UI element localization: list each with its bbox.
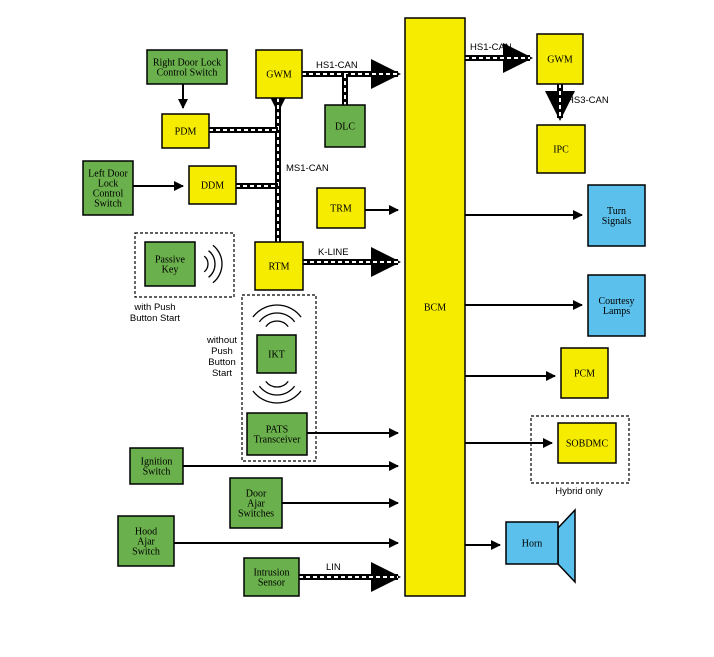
without-push-button-note: Push: [211, 346, 233, 357]
horn-box: Horn: [505, 521, 559, 565]
pcm-box: PCM: [560, 347, 609, 399]
pats-label: PATS: [266, 425, 288, 436]
turn-signals-label: Signals: [602, 216, 632, 227]
hood-ajar-label: Ajar: [137, 537, 155, 548]
passive-key-wave-1: [208, 250, 216, 278]
bus-labels: HS1-CAN HS1-CAN HS3-CAN MS1-CAN K-LINE LIN wit…: [130, 42, 609, 573]
courtesy-lamps-label: Lamps: [603, 306, 630, 317]
ipc-box: IPC: [536, 124, 586, 174]
bcm-box: BCM: [404, 17, 466, 597]
rtm-box: RTM: [254, 241, 304, 291]
connection-lines: [133, 43, 630, 592]
with-push-button-note: Button Start: [130, 313, 181, 324]
ignition-switch-label: Switch: [143, 467, 171, 478]
intrusion-sensor-label: Sensor: [258, 578, 286, 589]
passive-key-label: Passive: [155, 255, 186, 266]
ikt-box: IKT: [256, 334, 297, 374]
pcm-label: PCM: [574, 369, 595, 380]
ikt-label: IKT: [268, 350, 285, 361]
lin-label: LIN: [326, 562, 341, 573]
ikt-wave-up-0: [265, 320, 289, 328]
ikt-group: [241, 294, 317, 462]
door-ajar-label: Door: [246, 489, 267, 500]
hybrid-only-note: Hybrid only: [555, 486, 603, 497]
hs3-can-label: HS3-CAN: [567, 95, 609, 106]
passive-key-label: Key: [162, 265, 179, 276]
left-door-lock-switch-label: Left Door: [88, 169, 128, 180]
courtesy-lamps-label: Courtesy: [598, 296, 634, 307]
trm-label: TRM: [330, 204, 352, 215]
horn-label: Horn: [522, 539, 543, 550]
ikt-wave-down-2: [252, 390, 302, 404]
without-push-button-note: Button: [208, 357, 235, 368]
passive-key-wave-0: [203, 255, 209, 273]
turn-signals-label: Turn: [607, 206, 626, 217]
left-door-lock-switch-label: Lock: [98, 179, 119, 190]
hs1-can-left-label: HS1-CAN: [316, 60, 358, 71]
pdm-box: PDM: [161, 113, 210, 149]
sobdmc-label: SOBDMC: [566, 439, 609, 450]
ddm-label: DDM: [201, 181, 224, 192]
gwm-right-label: GWM: [547, 55, 573, 66]
dlc-label: DLC: [335, 122, 355, 133]
rtm-label: RTM: [268, 262, 289, 273]
ikt-wave-up-1: [258, 312, 296, 323]
dlc-box: DLC: [324, 104, 366, 148]
gwm-left-label: GWM: [266, 70, 292, 81]
ms1-can-label: MS1-CAN: [286, 163, 329, 174]
with-push-button-note: with Push: [133, 302, 175, 313]
gwm-right-box: GWM: [536, 33, 584, 85]
without-push-button-note: without: [206, 335, 237, 346]
left-door-lock-switch-label: Switch: [94, 199, 122, 210]
hood-ajar-label: Hood: [135, 527, 157, 538]
ddm-box: DDM: [188, 165, 237, 205]
horn-bell-shape: [557, 508, 576, 584]
hs1-can-right-label: HS1-CAN: [470, 42, 512, 53]
ignition-switch-label: Ignition: [141, 457, 173, 468]
right-door-lock-switch-label: Right Door Lock: [153, 58, 221, 69]
left-door-lock-switch-label: Control: [93, 189, 124, 200]
ipc-label: IPC: [553, 145, 569, 156]
without-push-button-note: Start: [212, 368, 232, 379]
pats-label: Transceiver: [254, 435, 302, 446]
sobdmc-box: SOBDMC: [557, 422, 617, 464]
door-ajar-label: Switches: [238, 509, 274, 520]
hybrid-group: [530, 415, 630, 484]
hood-ajar-label: Switch: [132, 547, 160, 558]
passive-key-group: [134, 232, 235, 298]
passive-key-wave-2: [212, 244, 223, 284]
trm-box: TRM: [316, 187, 366, 229]
right-door-lock-switch-label: Control Switch: [157, 68, 218, 79]
intrusion-sensor-label: Intrusion: [253, 568, 289, 579]
door-ajar-label: Ajar: [247, 499, 265, 510]
ikt-wave-down-1: [258, 385, 296, 396]
bcm-label: BCM: [424, 303, 446, 314]
gwm-left-box: GWM: [255, 49, 303, 99]
k-line-label: K-LINE: [318, 247, 349, 258]
ikt-wave-up-2: [252, 304, 302, 318]
ikt-wave-down-0: [265, 380, 289, 388]
pdm-label: PDM: [175, 127, 197, 138]
